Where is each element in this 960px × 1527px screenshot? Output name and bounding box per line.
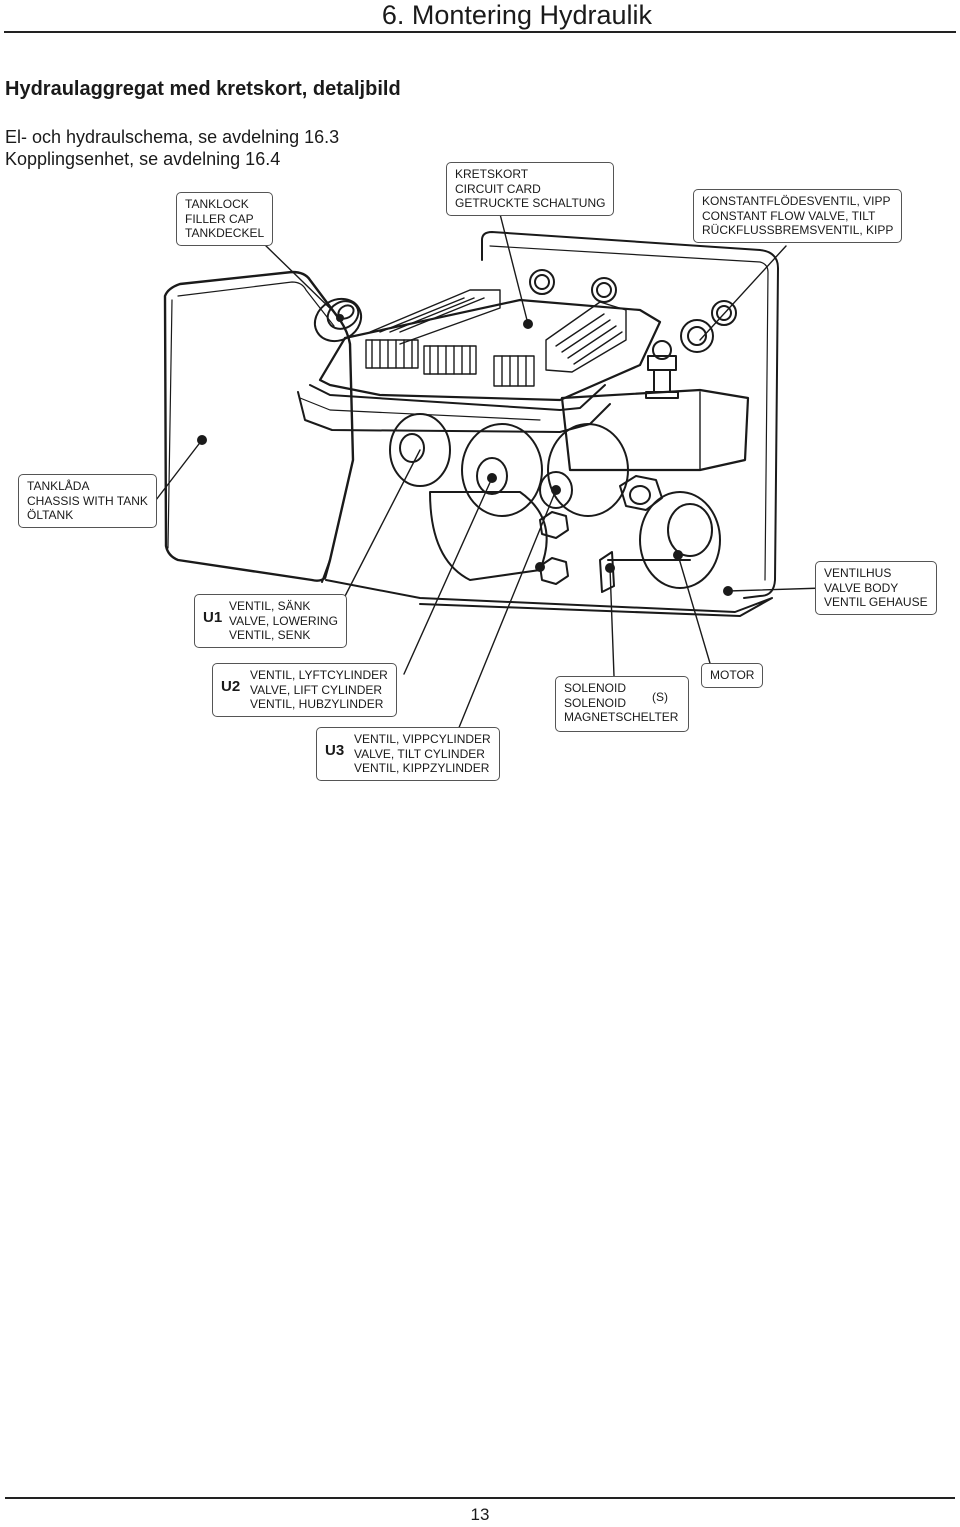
back-plate-ports xyxy=(529,269,737,360)
motor-assembly xyxy=(389,413,721,589)
callout-constant-flow-valve: KONSTANTFLÖDESVENTIL, VIPP CONSTANT FLOW… xyxy=(693,189,903,243)
valve-body-block xyxy=(560,388,750,472)
callout-line: CONSTANT FLOW VALVE, TILT xyxy=(702,208,876,223)
valve-code: U2 xyxy=(221,678,241,695)
callout-line: VENTIL, VIPPCYLINDER xyxy=(354,732,491,746)
page-number: 13 xyxy=(470,1505,490,1524)
back-plate xyxy=(481,231,779,599)
callout-line: VENTILHUS xyxy=(824,566,892,580)
callout-line: VALVE BODY xyxy=(824,580,899,595)
valve-code: U3 xyxy=(325,742,345,759)
hydraulic-unit-illustration xyxy=(155,213,825,731)
callout-valve-body: VENTILHUS VALVE BODY VENTIL GEHAUSE xyxy=(815,561,937,615)
callout-filler-cap: TANKLOCK FILLER CAP TANKDECKEL xyxy=(176,192,274,246)
callout-line: KONSTANTFLÖDESVENTIL, VIPP xyxy=(702,194,891,208)
callout-line: GETRUCKTE SCHALTUNG xyxy=(455,196,606,210)
callout-line: VENTIL, SÄNK xyxy=(229,599,311,613)
callout-line: RÜCKFLUSSBREMSVENTIL, KIPP xyxy=(702,223,894,237)
callout-line: TANKLÅDA xyxy=(27,479,90,493)
callout-line: VENTIL, HUBZYLINDER xyxy=(250,697,384,711)
solenoid-code: (S) xyxy=(652,690,668,704)
callout-tilt-valve: U3 VENTIL, VIPPCYLINDER VALVE, TILT CYLI… xyxy=(316,727,500,781)
callout-line: TANKLOCK xyxy=(185,197,249,211)
valve-code: U1 xyxy=(203,609,223,626)
callout-lift-valve: U2 VENTIL, LYFTCYLINDER VALVE, LIFT CYLI… xyxy=(212,663,397,717)
callout-line: FILLER CAP xyxy=(185,211,254,226)
page-heading: Hydraulaggregat med kretskort, detaljbil… xyxy=(5,78,401,100)
callout-line: ÖLTANK xyxy=(27,508,74,522)
section-title: 6. Montering Hydraulik xyxy=(381,0,652,30)
callout-line: VALVE, LIFT CYLINDER xyxy=(250,682,383,697)
callout-line: SOLENOID xyxy=(564,695,627,710)
callout-line: VENTIL, LYFTCYLINDER xyxy=(250,668,388,682)
header-rule xyxy=(4,31,956,33)
callout-tank: TANKLÅDA CHASSIS WITH TANK ÖLTANK xyxy=(18,474,157,528)
callout-line: VALVE, LOWERING xyxy=(229,613,338,628)
callout-line: CIRCUIT CARD xyxy=(455,181,541,196)
filler-cap-drawing xyxy=(313,297,363,343)
base-plate xyxy=(325,579,773,617)
footer-rule xyxy=(5,1497,955,1499)
reference-electrical-schema: El- och hydraulschema, se avdelning 16.3 xyxy=(5,127,340,147)
reference-coupling-unit: Kopplingsenhet, se avdelning 16.4 xyxy=(5,149,281,169)
callout-line: SOLENOID xyxy=(564,681,627,695)
callout-circuit-card: KRETSKORT CIRCUIT CARD GETRUCKTE SCHALTU… xyxy=(446,162,615,216)
callout-line: MOTOR xyxy=(710,668,755,682)
callout-line: CHASSIS WITH TANK xyxy=(27,493,148,508)
valve-nuts xyxy=(487,473,733,596)
callout-line: VALVE, TILT CYLINDER xyxy=(354,746,485,761)
callout-line: VENTIL GEHAUSE xyxy=(824,595,928,609)
callout-line: VENTIL, KIPPZYLINDER xyxy=(354,761,490,775)
callout-lowering-valve: U1 VENTIL, SÄNK VALVE, LOWERING VENTIL, … xyxy=(194,594,347,648)
callout-line: VENTIL, SENK xyxy=(229,628,311,642)
callout-line: TANKDECKEL xyxy=(185,226,265,240)
circuit-card-drawing xyxy=(297,289,662,433)
callout-line: MAGNETSCHELTER xyxy=(564,710,679,724)
callout-motor: MOTOR xyxy=(701,663,764,688)
leader-lines xyxy=(155,213,825,731)
callout-solenoid: SOLENOID SOLENOID MAGNETSCHELTER xyxy=(555,676,689,732)
callout-line: KRETSKORT xyxy=(455,167,529,181)
